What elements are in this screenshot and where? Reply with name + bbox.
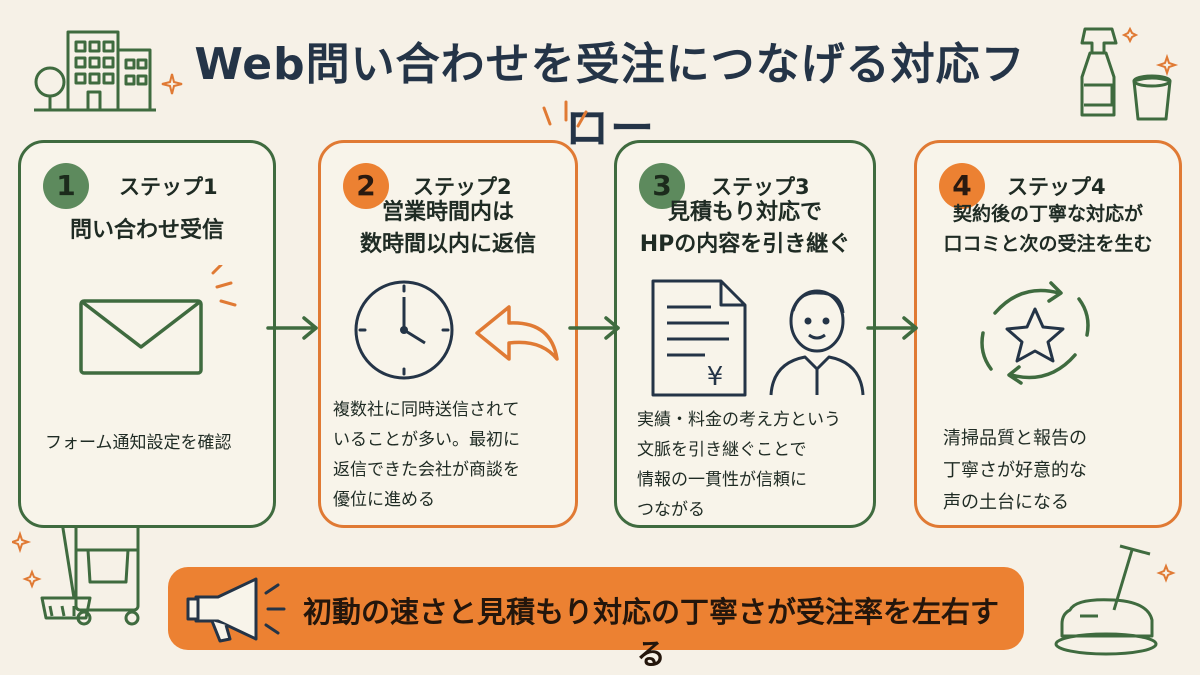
step-number-badge: 4 — [939, 163, 985, 209]
megaphone-icon — [186, 577, 286, 643]
sparkle-icon — [161, 73, 183, 95]
step-card-1: 1 ステップ1 問い合わせ受信 フォーム通知設定を確認 — [18, 140, 276, 528]
step-heading: 契約後の丁寧な対応が 口コミと次の受注を生む — [943, 203, 1153, 255]
flow-arrow-icon — [866, 316, 918, 340]
step-number-badge: 1 — [43, 163, 89, 209]
step-label: ステップ1 — [119, 175, 218, 199]
banner-text: 初動の速さと見積もり対応の丁寧さが受注率を左右する — [302, 595, 999, 671]
step-heading: 営業時間内は 数時間以内に返信 — [359, 200, 536, 257]
step-card-2: 2 ステップ2 営業時間内は 数時間以内に返信 複数社に同時送信されて いること… — [318, 140, 578, 528]
step-description: 清掃品質と報告の 丁寧さが好意的な 声の土台になる — [943, 428, 1087, 513]
step-heading: 問い合わせ受信 — [69, 218, 224, 243]
step-card-4: 4 ステップ4 契約後の丁寧な対応が 口コミと次の受注を生む 清掃品質と報告の … — [914, 140, 1182, 528]
step-label: ステップ3 — [711, 175, 810, 199]
page-title: Web問い合わせを受注につなげる対応フロー — [194, 39, 1026, 154]
envelope-icon — [79, 265, 237, 375]
step-label: ステップ4 — [1007, 175, 1106, 199]
document-yen-icon: ¥ — [651, 279, 747, 397]
step-label: ステップ2 — [413, 175, 512, 199]
sparkle-lines-icon — [542, 100, 588, 128]
flow-arrow-icon — [266, 316, 318, 340]
spray-bottle-icon — [1080, 26, 1179, 121]
step-heading: 見積もり対応で HPの内容を引き継ぐ — [639, 200, 851, 257]
step-description: 実績・料金の考え方という 文脈を引き継ぐことで 情報の一貫性が信頼に つながる — [637, 410, 841, 520]
step-description: フォーム通知設定を確認 — [45, 433, 232, 453]
summary-banner: 初動の速さと見積もり対応の丁寧さが受注率を左右する — [168, 567, 1024, 671]
person-icon — [769, 289, 865, 396]
star-cycle-icon — [980, 281, 1090, 385]
step-number-badge: 3 — [639, 163, 685, 209]
clock-icon — [354, 280, 454, 380]
reply-arrow-icon — [475, 305, 559, 361]
step-number-badge: 2 — [343, 163, 389, 209]
step-description: 複数社に同時送信されて いることが多い。最初に 返信できた会社が商談を 優位に進… — [333, 400, 520, 510]
floor-polisher-icon — [1054, 544, 1176, 656]
building-icon — [34, 30, 156, 112]
step-card-3: 3 ステップ3 見積もり対応で HPの内容を引き継ぐ ¥ 実績・料金の考え方とい… — [614, 140, 876, 528]
yen-symbol: ¥ — [707, 362, 724, 392]
flow-arrow-icon — [568, 316, 620, 340]
